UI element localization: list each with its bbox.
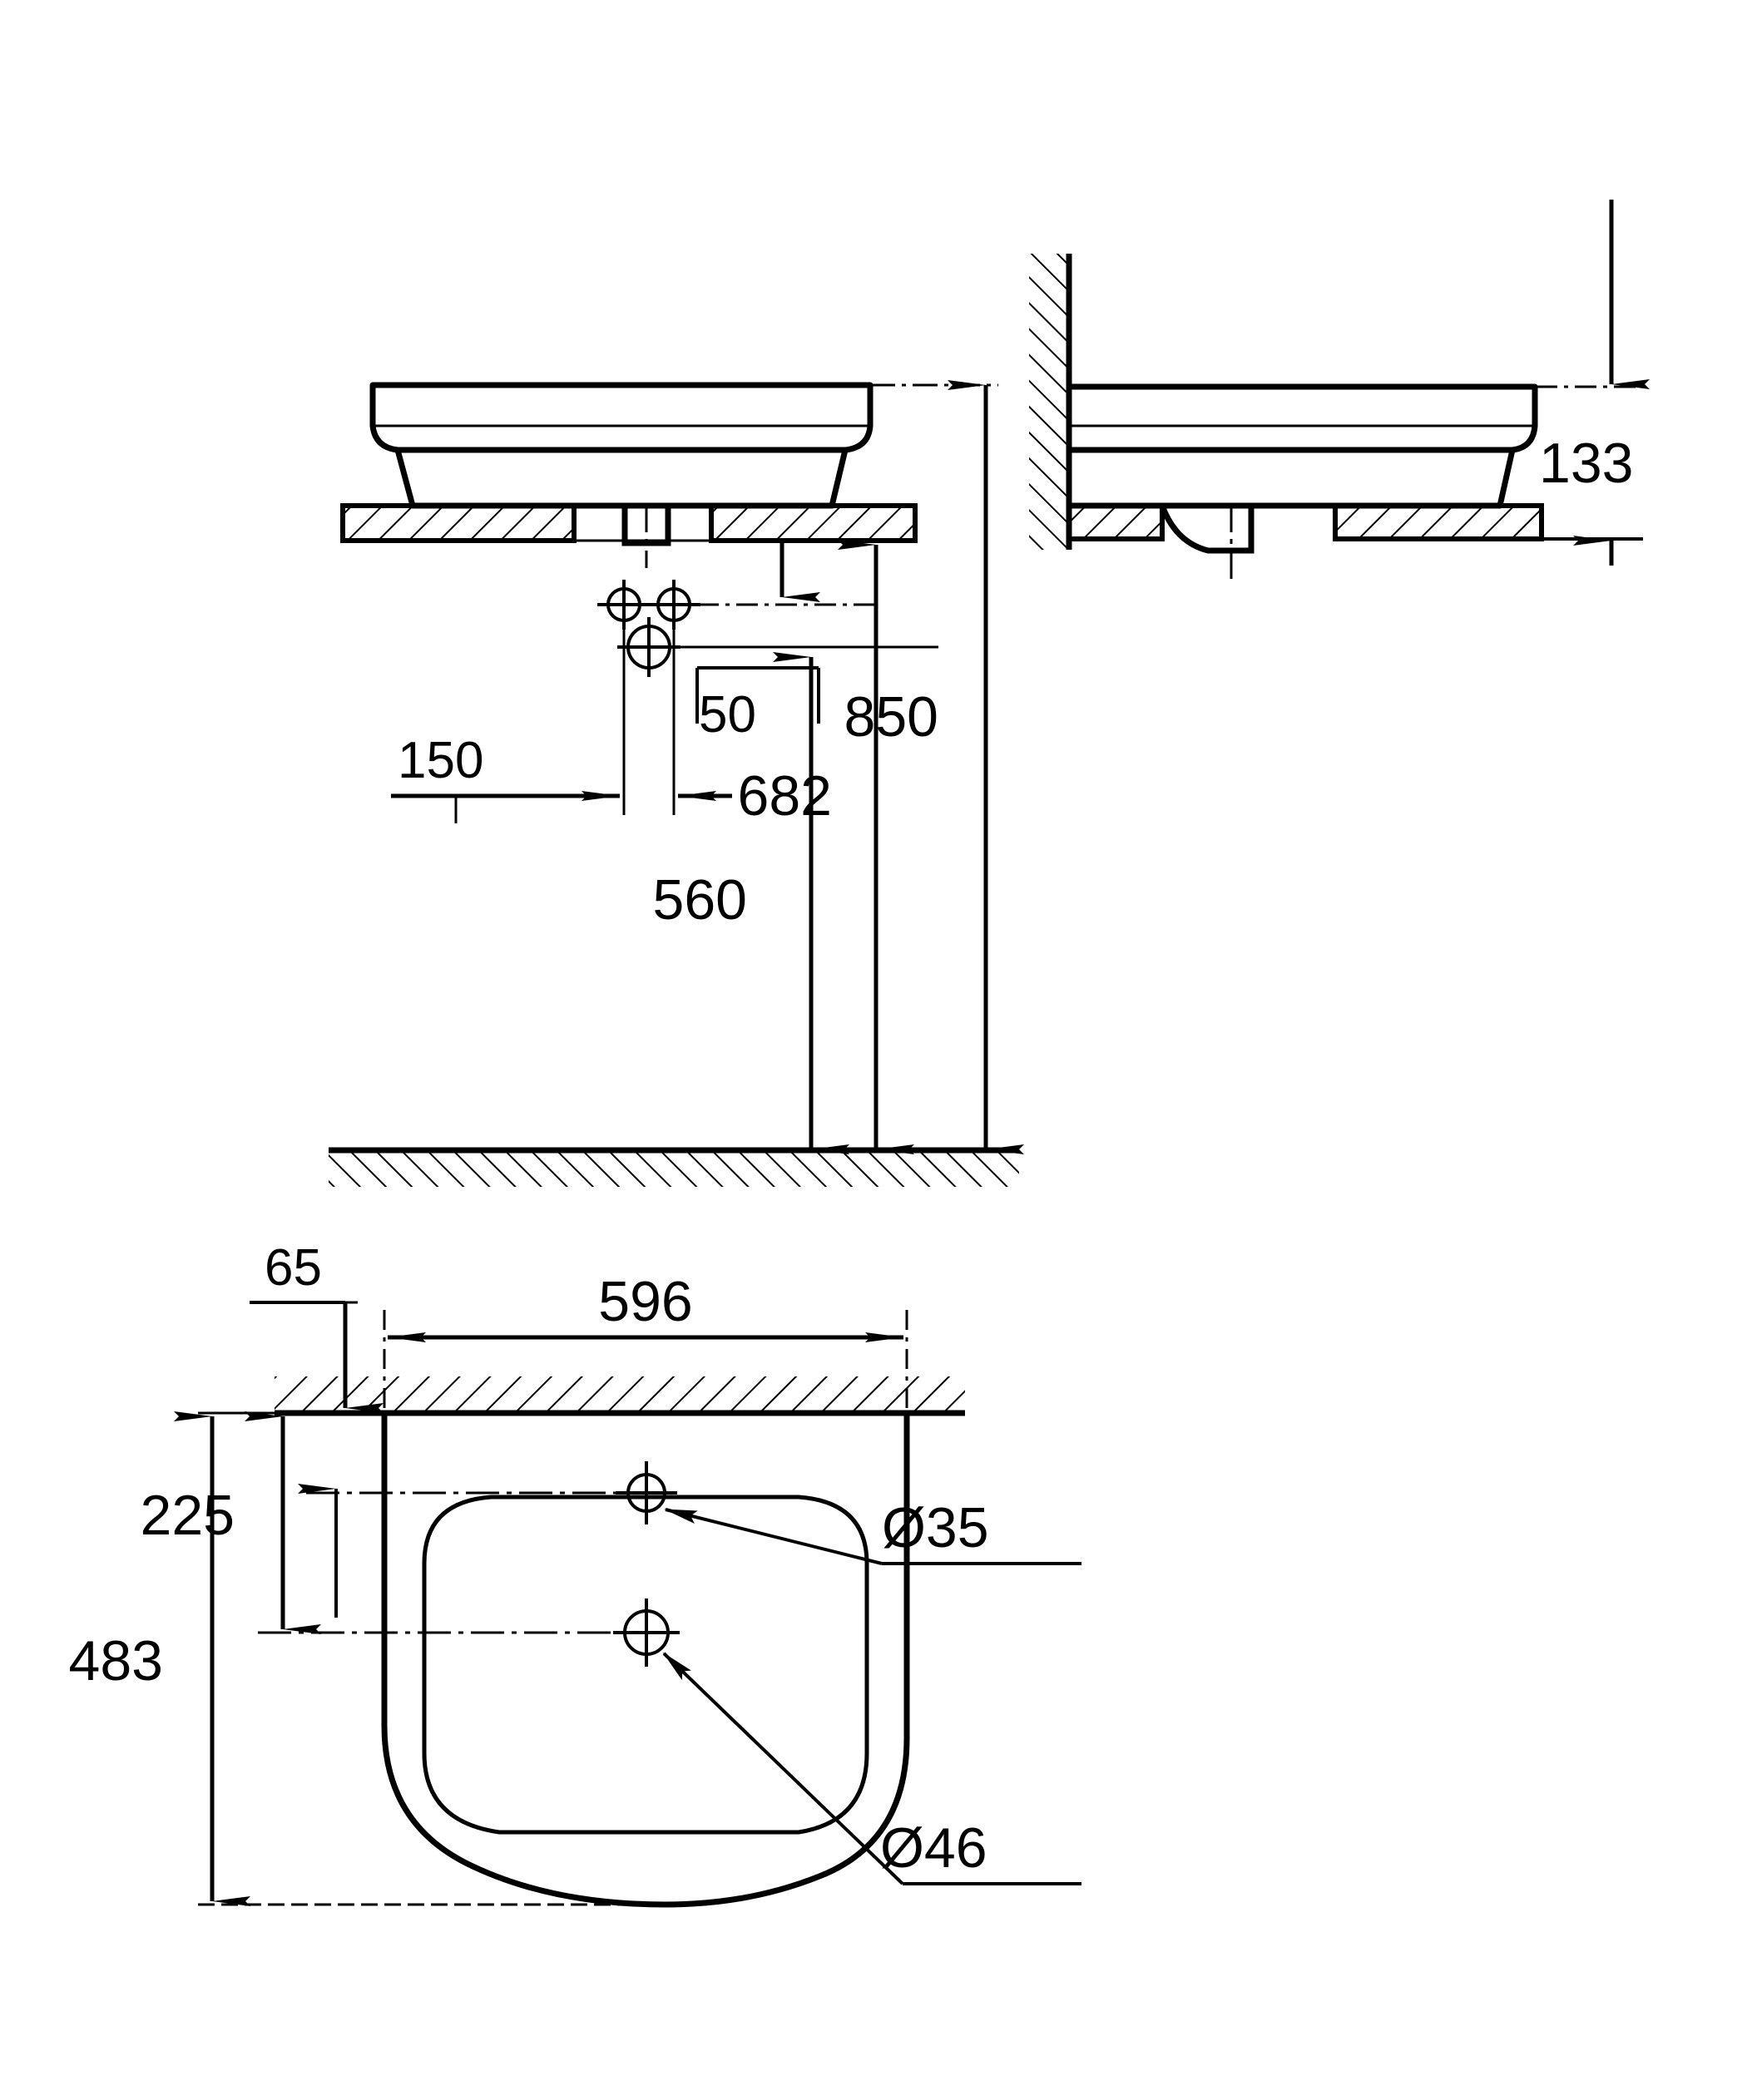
dia35-label: Ø35 bbox=[882, 1496, 989, 1559]
front-elevation-view: 150 50 560 682 850 bbox=[329, 380, 1024, 1187]
mounting-plate-front bbox=[340, 503, 918, 543]
dimension-150: 150 bbox=[391, 732, 732, 801]
dia35-callout: Ø35 bbox=[664, 1496, 1081, 1565]
floor-section-front bbox=[329, 1147, 1019, 1187]
dimension-682-label: 682 bbox=[738, 764, 832, 828]
side-elevation-view: 133 bbox=[1029, 200, 1650, 582]
dimension-560-label: 560 bbox=[653, 868, 747, 931]
dimension-150-label: 150 bbox=[398, 732, 483, 789]
plan-view: Ø35 Ø46 65 bbox=[69, 1239, 1081, 1908]
dimension-483: 483 bbox=[69, 1411, 250, 1906]
dimension-133-label: 133 bbox=[1539, 432, 1633, 495]
dimension-65-label: 65 bbox=[265, 1239, 322, 1297]
dia46-callout: Ø46 bbox=[662, 1652, 1081, 1885]
dia46-label: Ø46 bbox=[880, 1816, 987, 1880]
dimension-50-label: 50 bbox=[699, 686, 756, 744]
dimension-850: 850 bbox=[844, 380, 1024, 1154]
dimension-483-label: 483 bbox=[69, 1629, 163, 1692]
basin-bowl-outline bbox=[422, 1495, 869, 1835]
wall-section-side bbox=[1029, 254, 1072, 550]
dimension-65: 65 bbox=[250, 1239, 384, 1413]
wall-section-plan bbox=[275, 1376, 965, 1416]
dimension-682: 682 bbox=[738, 540, 914, 1154]
waste-hole-symbol-plan bbox=[613, 1598, 680, 1667]
mounting-plate-side bbox=[1067, 503, 1544, 541]
dimension-133: 133 bbox=[1536, 200, 1650, 566]
dimension-596: 596 bbox=[388, 1270, 903, 1342]
dimension-596-label: 596 bbox=[598, 1270, 692, 1333]
dimension-225-label: 225 bbox=[141, 1484, 235, 1547]
tap-hole-symbol-plan bbox=[616, 1461, 677, 1524]
waste-outlet-side bbox=[1159, 504, 1255, 554]
dimension-560: 560 bbox=[653, 652, 849, 1154]
dimension-850-label: 850 bbox=[844, 685, 938, 749]
